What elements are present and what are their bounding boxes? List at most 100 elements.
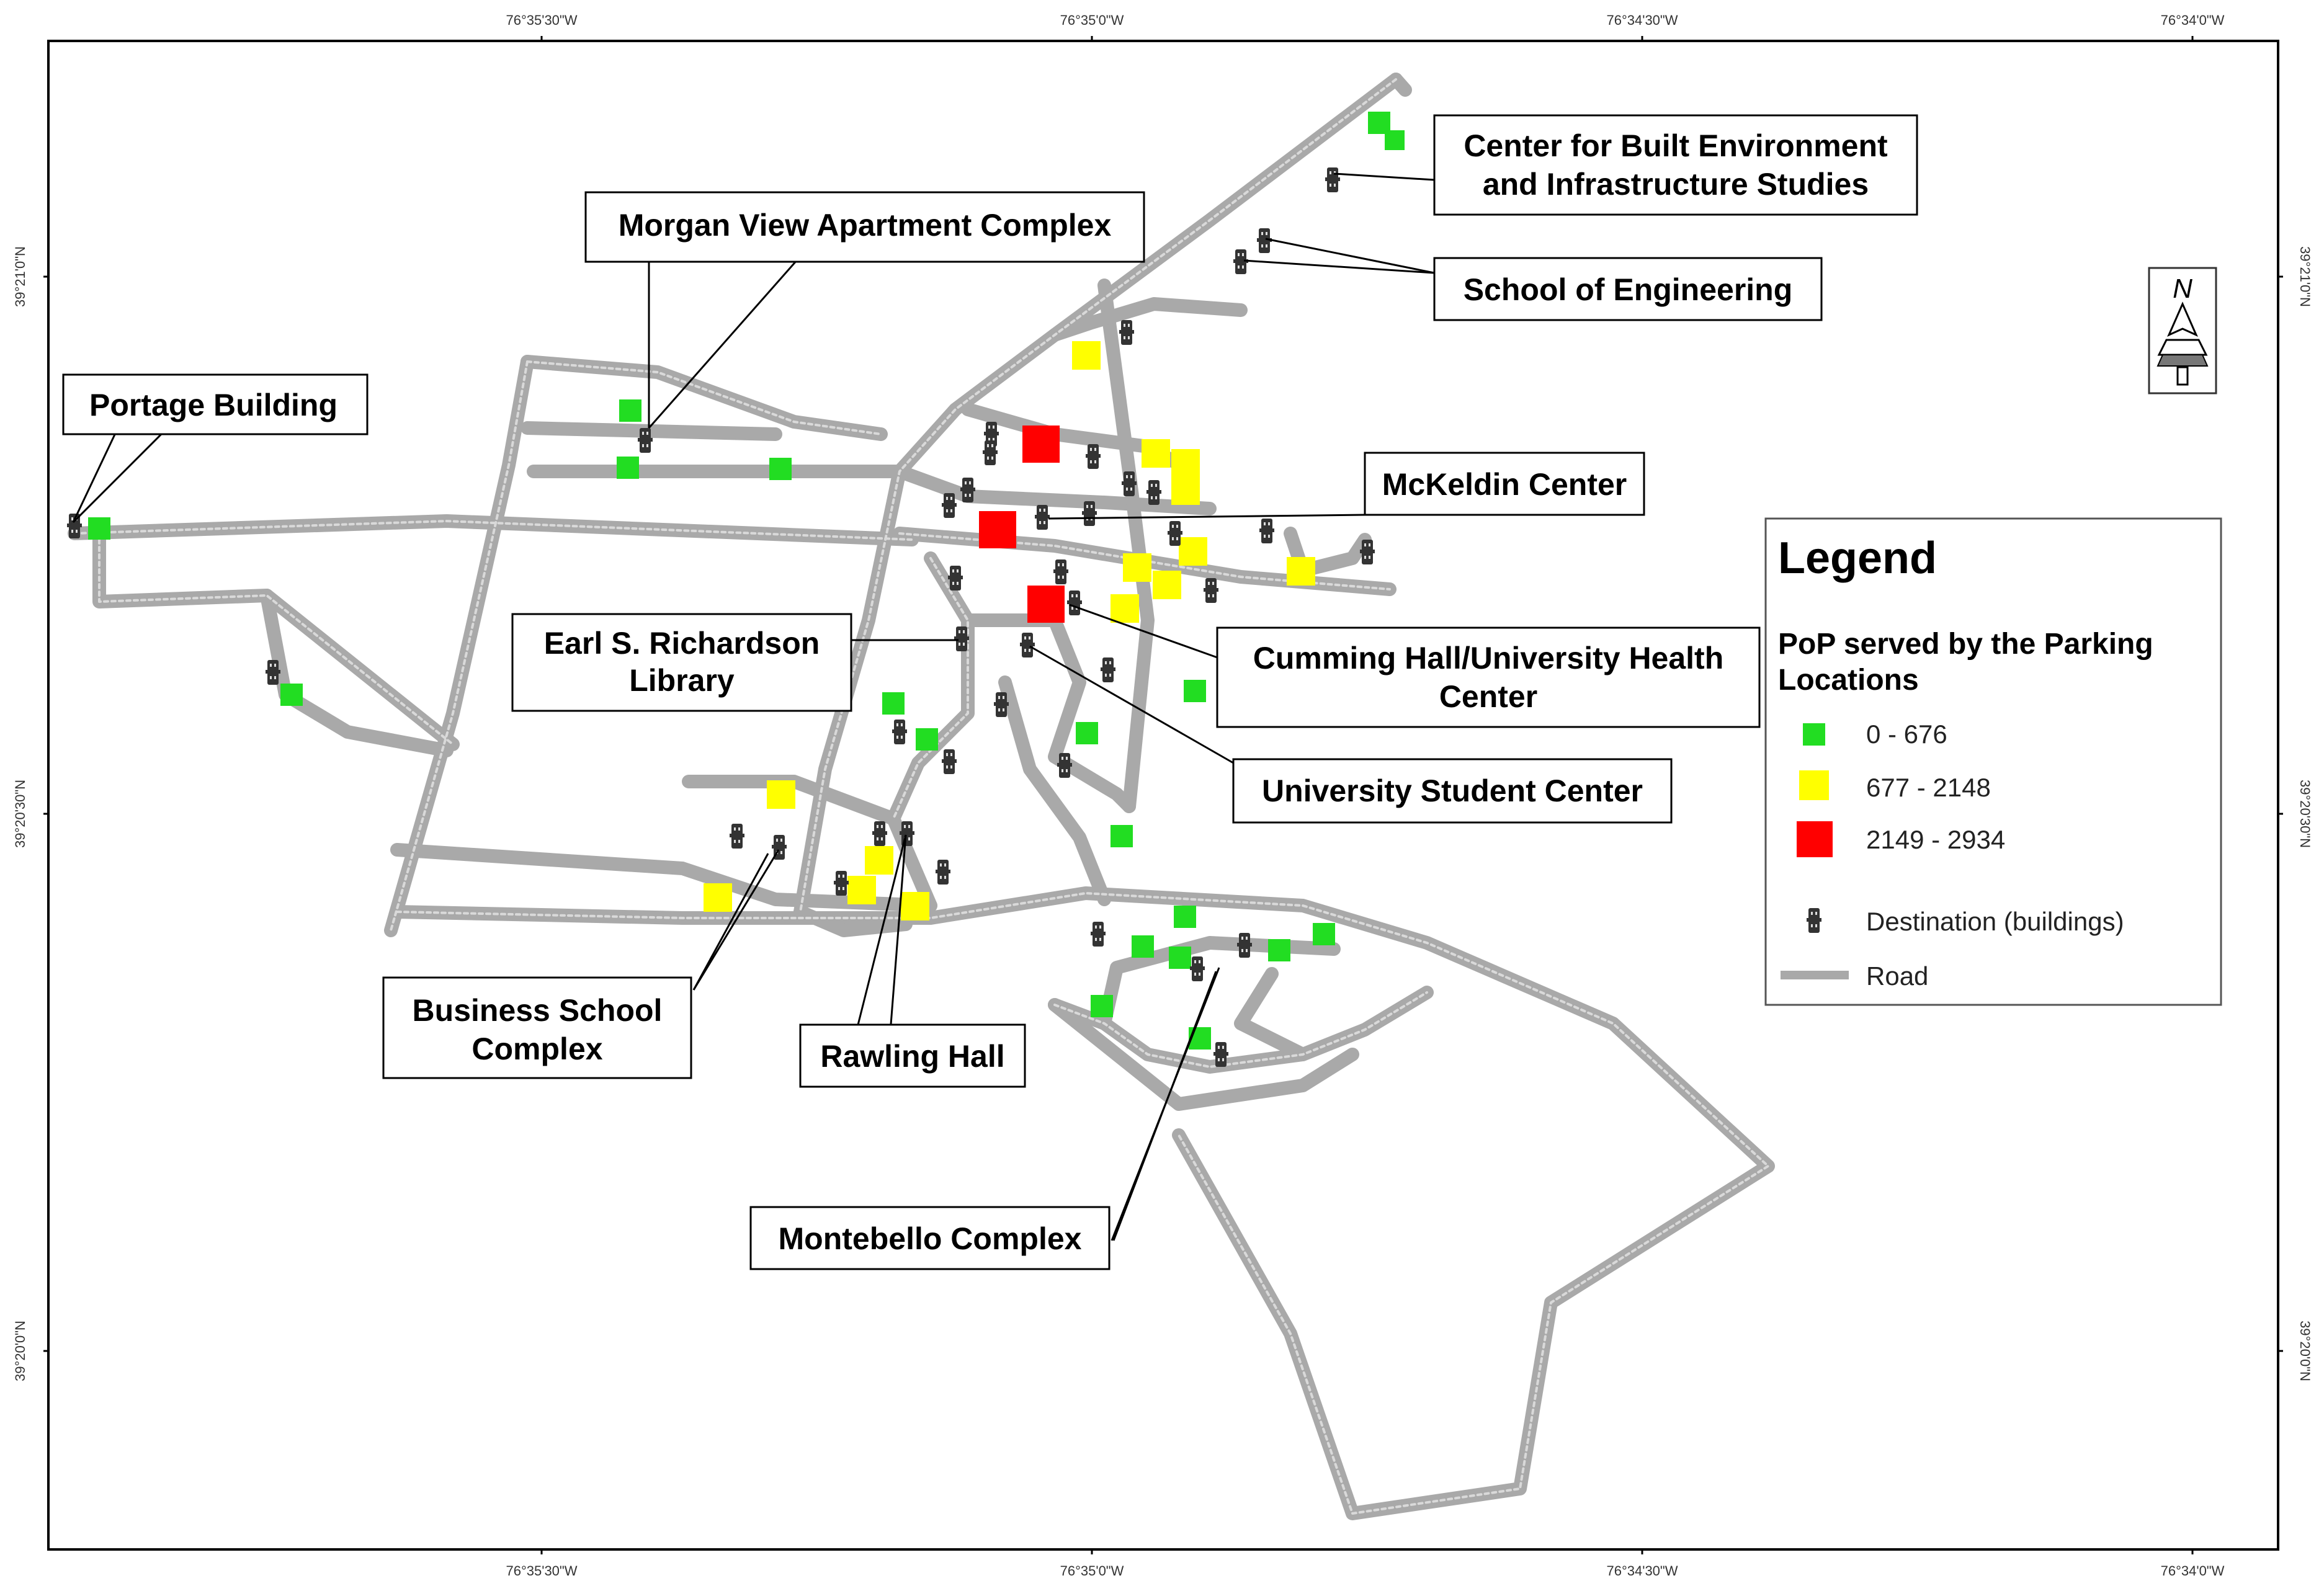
parking-marker-mid <box>767 780 795 809</box>
building-icon <box>730 824 744 849</box>
building-icon <box>1057 753 1072 778</box>
parking-marker-low <box>769 458 792 480</box>
parking-marker-high <box>1022 426 1060 463</box>
parking-marker-mid <box>865 846 893 875</box>
parking-marker-mid <box>1111 594 1139 623</box>
building-icon <box>1168 521 1182 546</box>
top-lon-label: 76°35'30"W <box>506 12 578 28</box>
parking-marker-low <box>1184 680 1206 702</box>
parking-marker-low <box>916 728 938 751</box>
parking-marker-mid <box>1171 476 1200 505</box>
parking-marker-low <box>1169 947 1191 969</box>
building-icon <box>942 493 957 518</box>
building-icon <box>983 440 998 465</box>
north-arrow-icon: N <box>2148 267 2217 394</box>
label-line: University Student Center <box>1262 773 1643 808</box>
parking-marker-mid <box>704 883 732 912</box>
legend: Legend PoP served by the Parking Locatio… <box>1764 517 2222 1006</box>
parking-marker-low <box>1111 825 1133 847</box>
parking-marker-low <box>1132 935 1154 958</box>
parking-marker-low <box>882 692 905 715</box>
parking-marker-mid <box>1072 341 1101 370</box>
label-center-built-environment: Center for Built Environment and Infrast… <box>1433 114 1918 216</box>
label-line: Montebello Complex <box>779 1221 1082 1256</box>
graticule-ticks <box>43 36 2283 1554</box>
building-icon <box>67 514 82 538</box>
parking-marker-mid <box>1123 553 1151 582</box>
bottom-lon-label: 76°35'0"W <box>1060 1563 1124 1579</box>
building-icon <box>1807 908 1821 933</box>
right-lat-label: 39°20'30"N <box>2297 780 2313 848</box>
building-icon <box>1119 320 1134 345</box>
building-icon <box>1213 1042 1228 1067</box>
building-icon <box>960 478 975 502</box>
parking-marker-low <box>1174 906 1196 928</box>
label-line: Library <box>629 663 735 698</box>
graticule-labels: 76°35'30"W 76°35'0"W 76°34'30"W 76°34'0"… <box>12 12 2313 1579</box>
legend-item-label: 2149 - 2934 <box>1866 825 2005 854</box>
bottom-lon-label: 76°35'30"W <box>506 1563 578 1579</box>
label-portage-building: Portage Building <box>62 373 369 435</box>
legend-box <box>1764 517 2222 1006</box>
building-icon <box>834 871 849 896</box>
parking-marker-low <box>1313 923 1335 945</box>
legend-item-label: 0 - 676 <box>1866 720 1947 749</box>
legend-road-label: Road <box>1866 961 1928 991</box>
left-lat-label: 39°21'0"N <box>12 246 28 307</box>
label-business-school: Business School Complex <box>382 976 692 1079</box>
parking-marker-mid <box>847 876 876 904</box>
legend-subtitle: Locations <box>1778 664 1919 697</box>
parking-marker-low <box>1385 130 1405 150</box>
building-icon <box>1360 540 1375 564</box>
label-line: Center <box>1439 679 1537 714</box>
parking-marker-low <box>1091 995 1113 1017</box>
label-line: McKeldin Center <box>1382 467 1627 502</box>
legend-item-label: 677 - 2148 <box>1866 773 1991 802</box>
legend-destination-label: Destination (buildings) <box>1866 907 2124 936</box>
label-morgan-view: Morgan View Apartment Complex <box>584 191 1145 263</box>
label-cumming-hall: Cumming Hall/University Health Center <box>1216 626 1761 728</box>
label-line: and Infrastructure Studies <box>1483 167 1869 202</box>
building-icon <box>948 566 963 590</box>
label-line: Cumming Hall/University Health <box>1253 641 1724 675</box>
label-line: Center for Built Environment <box>1464 128 1888 163</box>
label-university-student-center: University Student Center <box>1232 758 1673 824</box>
bottom-lon-label: 76°34'0"W <box>2161 1563 2225 1579</box>
right-lat-label: 39°21'0"N <box>2297 246 2313 307</box>
building-icon <box>1082 501 1097 526</box>
label-line: Business School <box>413 993 663 1028</box>
label-rawling-hall: Rawling Hall <box>799 1023 1026 1088</box>
building-icon <box>1101 657 1115 682</box>
building-icon <box>1146 480 1161 505</box>
parking-marker-mid <box>1287 557 1315 586</box>
label-line: School of Engineering <box>1464 272 1793 307</box>
parking-marker-mid <box>1179 537 1207 566</box>
top-lon-label: 76°34'30"W <box>1607 12 1678 28</box>
label-montebello-complex: Montebello Complex <box>749 1206 1111 1270</box>
building-icon <box>638 428 653 453</box>
building-icon <box>1020 633 1035 657</box>
top-lon-label: 76°34'0"W <box>2161 12 2225 28</box>
label-line: Complex <box>472 1032 602 1066</box>
bottom-lon-label: 76°34'30"W <box>1607 1563 1678 1579</box>
building-icon <box>1237 933 1252 958</box>
label-line: Morgan View Apartment Complex <box>619 208 1112 243</box>
building-icon <box>266 660 280 685</box>
building-icon <box>1067 590 1082 615</box>
label-mckeldin-center: McKeldin Center <box>1364 452 1645 516</box>
building-icon <box>1259 519 1274 543</box>
top-lon-label: 76°35'0"W <box>1060 12 1124 28</box>
parking-marker-low <box>280 684 303 706</box>
left-lat-label: 39°20'30"N <box>12 780 28 848</box>
parking-marker-low <box>88 517 110 540</box>
label-line: Earl S. Richardson <box>544 626 820 661</box>
label-line: Portage Building <box>89 388 337 422</box>
building-icon <box>1086 444 1101 469</box>
building-icon <box>1257 228 1272 253</box>
building-icon <box>1325 167 1340 192</box>
legend-swatch-high <box>1797 821 1833 857</box>
parking-marker-mid <box>1142 439 1170 468</box>
building-icon <box>954 626 969 651</box>
building-icon <box>900 821 914 846</box>
